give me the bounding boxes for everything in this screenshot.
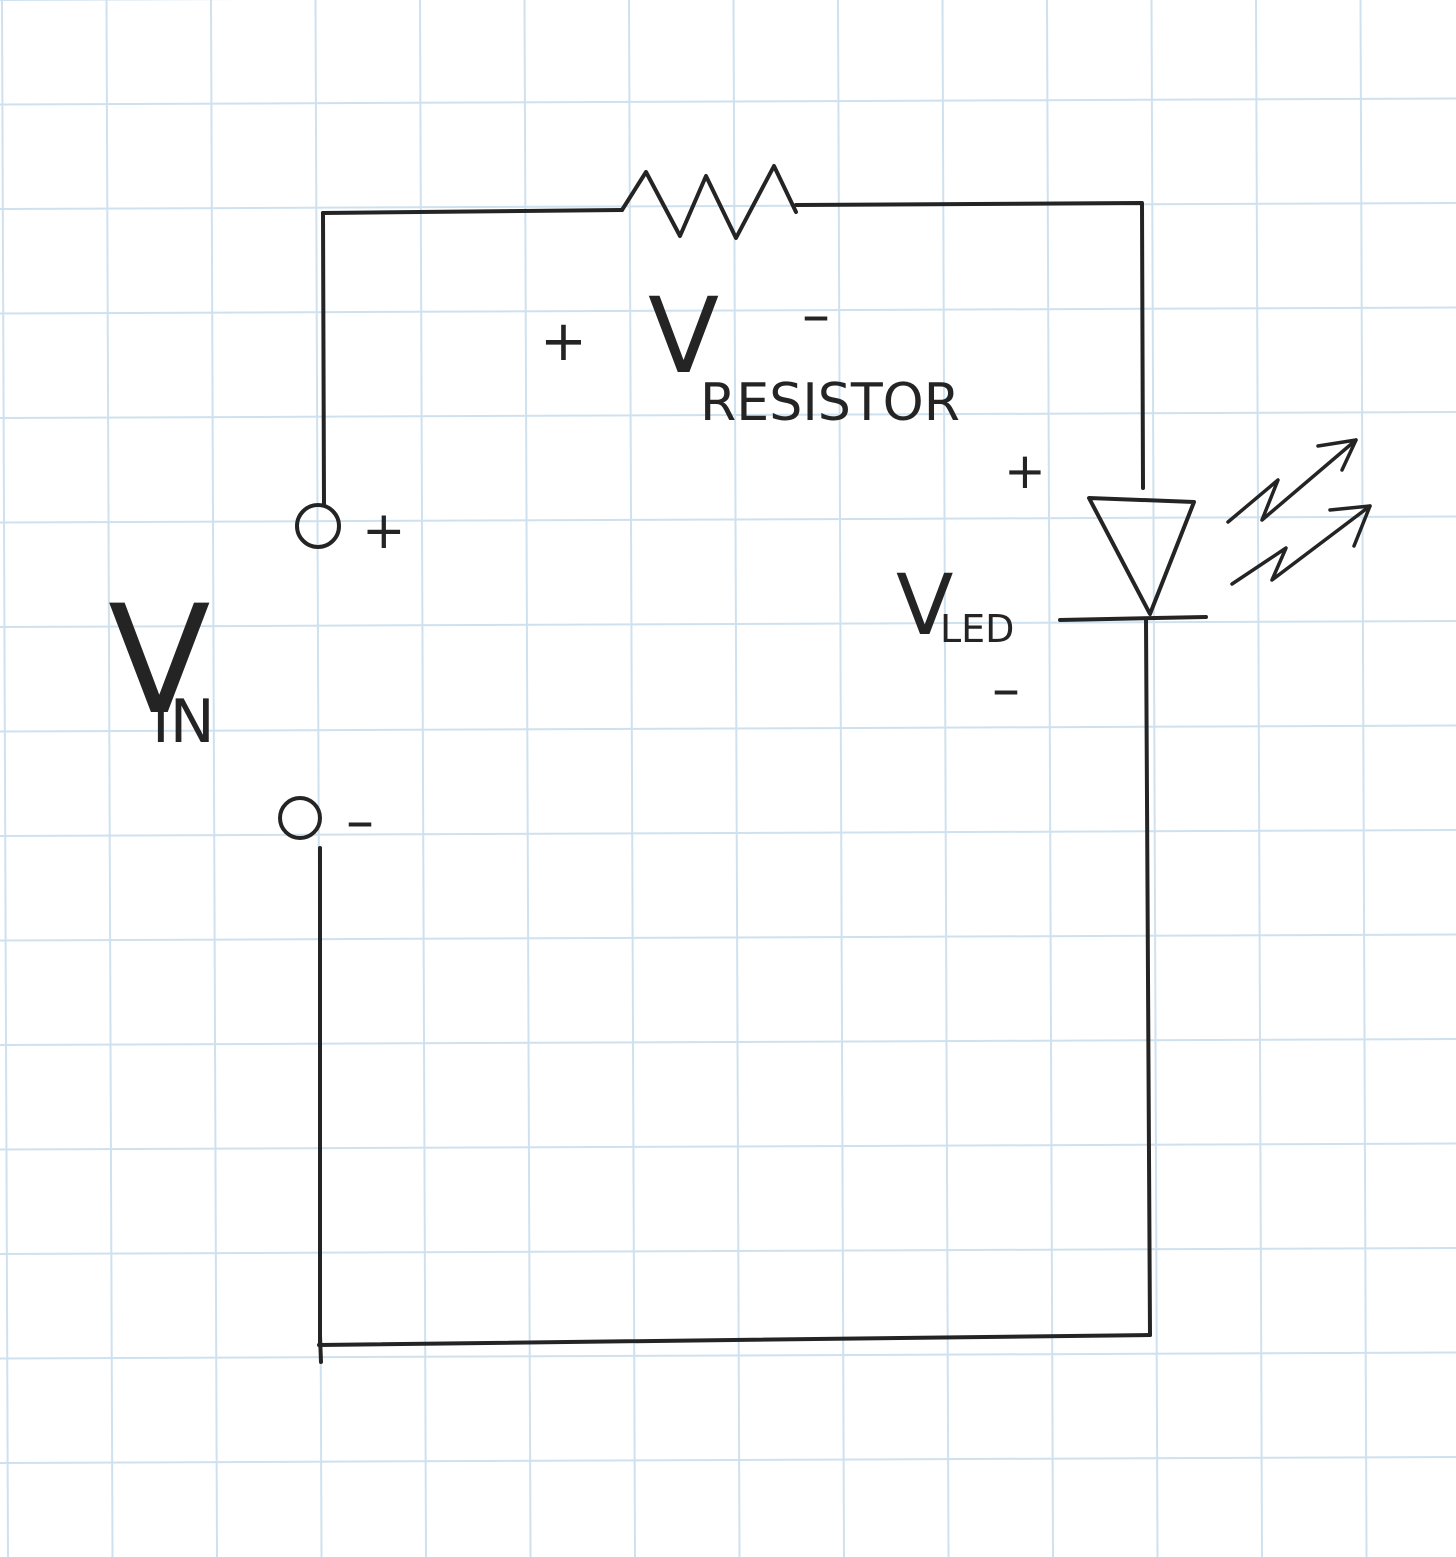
vresistor-label-sub: RESISTOR xyxy=(700,373,960,433)
wire-bottom xyxy=(317,1333,1152,1347)
grid-line-horizontal xyxy=(0,515,1456,524)
vin-negative-sign: – xyxy=(346,789,374,854)
vresistor-negative-sign: – xyxy=(802,283,830,348)
grid-line-vertical xyxy=(1255,0,1263,1557)
grid-line-vertical xyxy=(1359,0,1368,1557)
grid-line-horizontal xyxy=(0,411,1456,419)
wire-left-top xyxy=(321,211,326,507)
grid-line-horizontal xyxy=(0,97,1456,106)
grid-line-vertical xyxy=(1150,0,1159,1557)
grid-line-vertical xyxy=(210,0,218,1557)
grid-line-horizontal xyxy=(0,1247,1456,1255)
emission-arrow-lower xyxy=(1230,504,1372,586)
grid-line-horizontal xyxy=(0,1456,1456,1464)
wire-top-right xyxy=(794,201,1145,490)
grid-line-horizontal xyxy=(0,306,1456,315)
vin-negative-terminal xyxy=(278,796,322,840)
grid-line-horizontal xyxy=(0,1142,1456,1151)
resistor-symbol xyxy=(620,164,798,240)
grid-line-horizontal xyxy=(0,933,1456,942)
vin-positive-sign: + xyxy=(362,501,406,561)
grid-line-horizontal xyxy=(0,724,1456,733)
vin-label-sub: IN xyxy=(152,687,215,757)
vled-label-sub: LED xyxy=(940,607,1014,651)
vin-label-main: V xyxy=(108,574,211,748)
vled-positive-sign: + xyxy=(1004,442,1046,500)
wire-right-bottom xyxy=(1144,618,1152,1337)
grid-line-vertical xyxy=(523,0,532,1557)
grid-line-vertical xyxy=(941,0,950,1557)
grid-line-horizontal xyxy=(0,1351,1456,1360)
vresistor-positive-sign: + xyxy=(540,309,587,374)
grid-line-horizontal xyxy=(0,620,1456,628)
led-emission-arrows xyxy=(1226,438,1372,586)
vled-negative-sign: – xyxy=(992,657,1020,722)
grid-line-horizontal xyxy=(0,1038,1456,1046)
emission-arrow-upper-head xyxy=(1316,438,1358,472)
led-cathode-bar xyxy=(1058,615,1208,622)
vresistor-label-main: V xyxy=(648,275,719,397)
vin-positive-terminal xyxy=(295,503,341,549)
grid-line-vertical xyxy=(628,0,636,1557)
grid-line-vertical xyxy=(105,0,114,1557)
led-triangle xyxy=(1087,496,1196,616)
wire-top-left xyxy=(321,208,624,215)
grid-line-horizontal xyxy=(0,829,1456,837)
grid-line-vertical xyxy=(837,0,845,1557)
vled-label-main: V xyxy=(896,556,953,654)
grid-line-vertical xyxy=(419,0,427,1557)
emission-arrow-lower-head xyxy=(1328,504,1372,548)
grid-line-vertical xyxy=(1,0,9,1557)
grid-line-vertical xyxy=(732,0,741,1557)
emission-arrow-upper xyxy=(1226,438,1358,524)
grid-line-vertical xyxy=(1046,0,1054,1557)
grid-line-horizontal xyxy=(0,202,1456,210)
